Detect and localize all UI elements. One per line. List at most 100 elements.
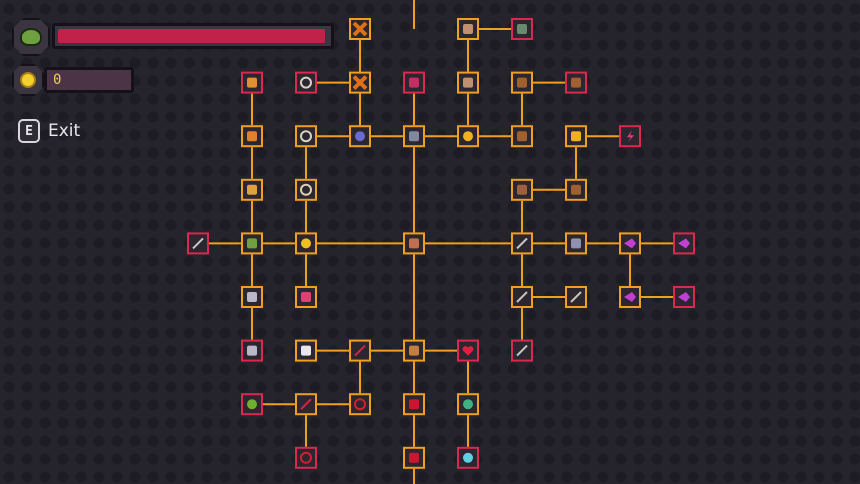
anvil-icon <box>409 131 419 142</box>
skill-node-bone[interactable] <box>457 18 479 40</box>
skill-node-clock[interactable] <box>295 178 317 201</box>
skill-node-magnifier[interactable] <box>565 125 587 148</box>
pouch-icon <box>571 184 581 195</box>
skill-node-gold-coin[interactable] <box>295 232 317 255</box>
skill-node-magic-missile[interactable] <box>673 232 695 255</box>
skill-node-sun-ring[interactable] <box>295 125 317 148</box>
skill-node-red-arrow[interactable] <box>295 393 317 416</box>
explosion-icon <box>352 21 368 37</box>
arrow-icon <box>570 291 582 303</box>
skill-node-green-orb[interactable] <box>457 393 479 416</box>
skill-node-red-arrow[interactable] <box>349 339 371 362</box>
gold-value: 0 <box>44 67 134 93</box>
skill-node-lightning[interactable] <box>619 125 641 148</box>
chain-link-icon <box>516 344 528 357</box>
padlock-open-icon <box>247 77 257 88</box>
skill-node-cyan-orb[interactable] <box>457 446 479 469</box>
skill-tree-nodes <box>187 18 695 469</box>
skill-node-sun[interactable] <box>457 125 479 148</box>
red-ring-icon <box>300 451 312 464</box>
demon-skull-icon <box>409 77 419 88</box>
skill-node-shield-orb[interactable] <box>241 393 263 416</box>
sun-icon <box>463 131 473 142</box>
exit-label: Exit <box>48 121 81 141</box>
skill-node-demon-skull[interactable] <box>403 71 425 94</box>
skill-node-bone[interactable] <box>457 71 479 94</box>
skill-node-boots[interactable] <box>511 178 533 201</box>
skill-node-red-ring[interactable] <box>349 393 371 416</box>
boots-icon <box>517 184 527 195</box>
skill-node-pouch[interactable] <box>511 71 533 94</box>
skill-node-anvil[interactable] <box>403 125 425 148</box>
skill-node-frame <box>295 178 317 201</box>
skill-node-blood-bowl[interactable] <box>403 446 425 469</box>
bone-icon <box>463 24 473 34</box>
stone-icon <box>517 24 527 34</box>
skill-node-crossbow[interactable] <box>403 339 425 362</box>
cyan-orb-icon <box>463 452 473 463</box>
health-bar <box>12 18 334 56</box>
skill-node-chain-link[interactable] <box>511 232 533 255</box>
potion-bottle-icon <box>247 184 257 195</box>
gold-coin-icon <box>301 238 311 249</box>
skill-node-flask[interactable] <box>241 286 263 308</box>
skill-node-bomb[interactable] <box>349 125 371 148</box>
gold-counter: 0 <box>12 64 134 96</box>
skill-node-explosion[interactable] <box>349 18 371 40</box>
key-e-icon: E <box>18 119 40 143</box>
skill-node-potion-bottle[interactable] <box>241 178 263 201</box>
skill-node-sun-ring[interactable] <box>295 71 317 94</box>
door-icon <box>409 238 419 249</box>
skill-node-pouch[interactable] <box>565 71 587 94</box>
skill-node-explosion[interactable] <box>349 71 371 94</box>
skill-node-arrow[interactable] <box>565 286 587 308</box>
explosion-icon <box>352 75 368 91</box>
skill-node-stone[interactable] <box>511 18 533 40</box>
red-arrow-icon <box>300 398 312 410</box>
clock-icon <box>300 183 312 196</box>
skill-node-heart[interactable] <box>457 339 479 362</box>
skill-node-chain-link[interactable] <box>511 339 533 362</box>
chain-link-icon <box>516 237 528 250</box>
skill-node-flask[interactable] <box>241 339 263 362</box>
skill-node-magic-wave[interactable] <box>619 286 641 308</box>
skill-node-pouch[interactable] <box>511 125 533 148</box>
health-bar-fill <box>58 29 326 43</box>
skill-tree-links <box>198 0 684 484</box>
skill-node-arrow[interactable] <box>511 286 533 308</box>
skill-node-grass[interactable] <box>241 232 263 255</box>
magic-wave-icon <box>678 292 690 302</box>
skill-node-blood-bowl[interactable] <box>403 393 425 416</box>
skill-node-magic-missile[interactable] <box>619 232 641 255</box>
skill-node-pill[interactable] <box>295 286 317 308</box>
lightning-icon <box>627 130 634 143</box>
skill-node-red-ring[interactable] <box>295 446 317 469</box>
blood-bowl-icon <box>409 399 419 410</box>
skill-node-frame <box>295 446 317 469</box>
skill-node-door[interactable] <box>403 232 425 255</box>
shield-icon <box>12 18 50 56</box>
green-orb-icon <box>463 399 473 410</box>
skill-node-wrench[interactable] <box>187 232 209 255</box>
skill-node-padlock-open[interactable] <box>241 71 263 94</box>
red-ring-icon <box>354 398 366 411</box>
coin-icon <box>12 64 44 96</box>
flask-icon <box>247 345 257 356</box>
skill-node-frame <box>295 125 317 148</box>
sun-ring-icon <box>300 130 312 143</box>
skill-node-pouch[interactable] <box>565 178 587 201</box>
magic-wave-icon <box>624 292 636 302</box>
magic-missile-icon <box>678 238 690 249</box>
skill-node-bone-hand[interactable] <box>295 339 317 362</box>
magic-missile-icon <box>624 238 636 249</box>
exit-button[interactable]: E Exit <box>18 117 80 145</box>
crown-icon <box>247 131 257 142</box>
arrow-icon <box>516 291 528 303</box>
skill-node-frame <box>349 393 371 416</box>
skill-node-magnet[interactable] <box>565 232 587 255</box>
wrench-icon <box>192 237 204 250</box>
skill-node-magic-wave[interactable] <box>673 286 695 308</box>
skill-node-crown[interactable] <box>241 125 263 148</box>
shield-orb-icon <box>247 399 257 410</box>
